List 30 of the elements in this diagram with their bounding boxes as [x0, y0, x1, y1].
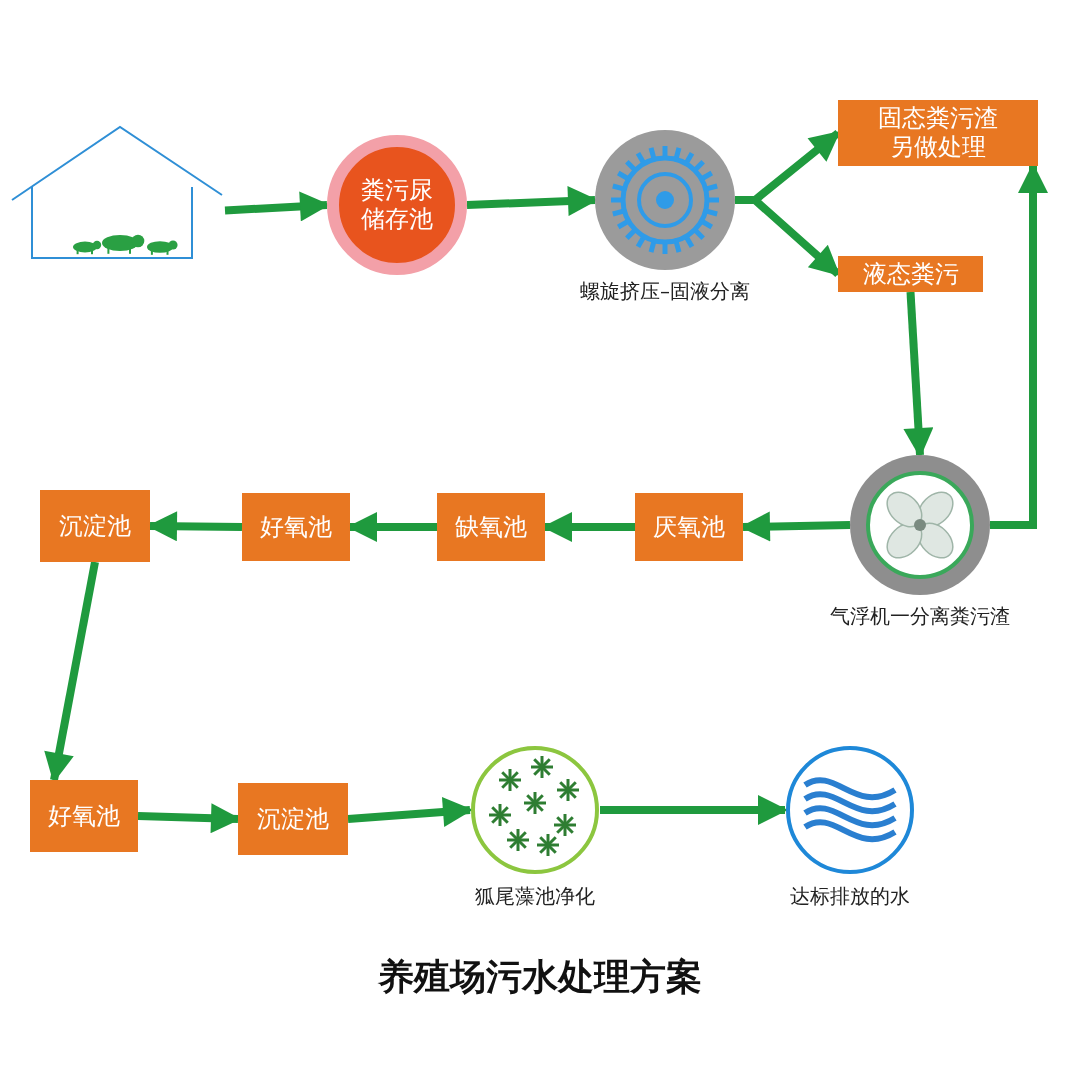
- node-label: 螺旋挤压–固液分离: [580, 278, 750, 305]
- arrow: [903, 291, 934, 458]
- node-label: 缺氧池: [455, 512, 527, 542]
- node-label: 好氧池: [48, 801, 120, 831]
- node-label: 固态粪污渣另做处理: [877, 104, 999, 162]
- process-box: [238, 783, 348, 855]
- process-box: [838, 256, 983, 292]
- node-label: 沉淀池: [257, 804, 329, 834]
- node-label: 狐尾藻池净化: [475, 883, 595, 910]
- arrow: [466, 186, 598, 217]
- process-box: [437, 493, 545, 561]
- node-label: 粪污尿储存池: [360, 176, 434, 234]
- process-box: [30, 780, 138, 852]
- node-label: 好氧池: [260, 512, 332, 542]
- node-label: 沉淀池: [59, 511, 131, 541]
- arrow: [740, 511, 851, 542]
- title: 养殖场污水处理方案: [378, 955, 702, 999]
- arrow: [44, 561, 99, 783]
- process-box: [40, 490, 150, 562]
- node-label: 液态粪污: [862, 259, 959, 289]
- node-label: 厌氧池: [653, 512, 725, 542]
- process-box: [242, 493, 350, 561]
- arrow: [347, 797, 473, 827]
- arrow: [147, 511, 243, 542]
- process-box: [838, 100, 1038, 166]
- arrow: [735, 196, 841, 277]
- node-label: 气浮机一分离粪污渣: [830, 603, 1010, 630]
- arrow: [137, 803, 241, 834]
- node-label: 达标排放的水: [790, 883, 910, 910]
- process-box: [635, 493, 743, 561]
